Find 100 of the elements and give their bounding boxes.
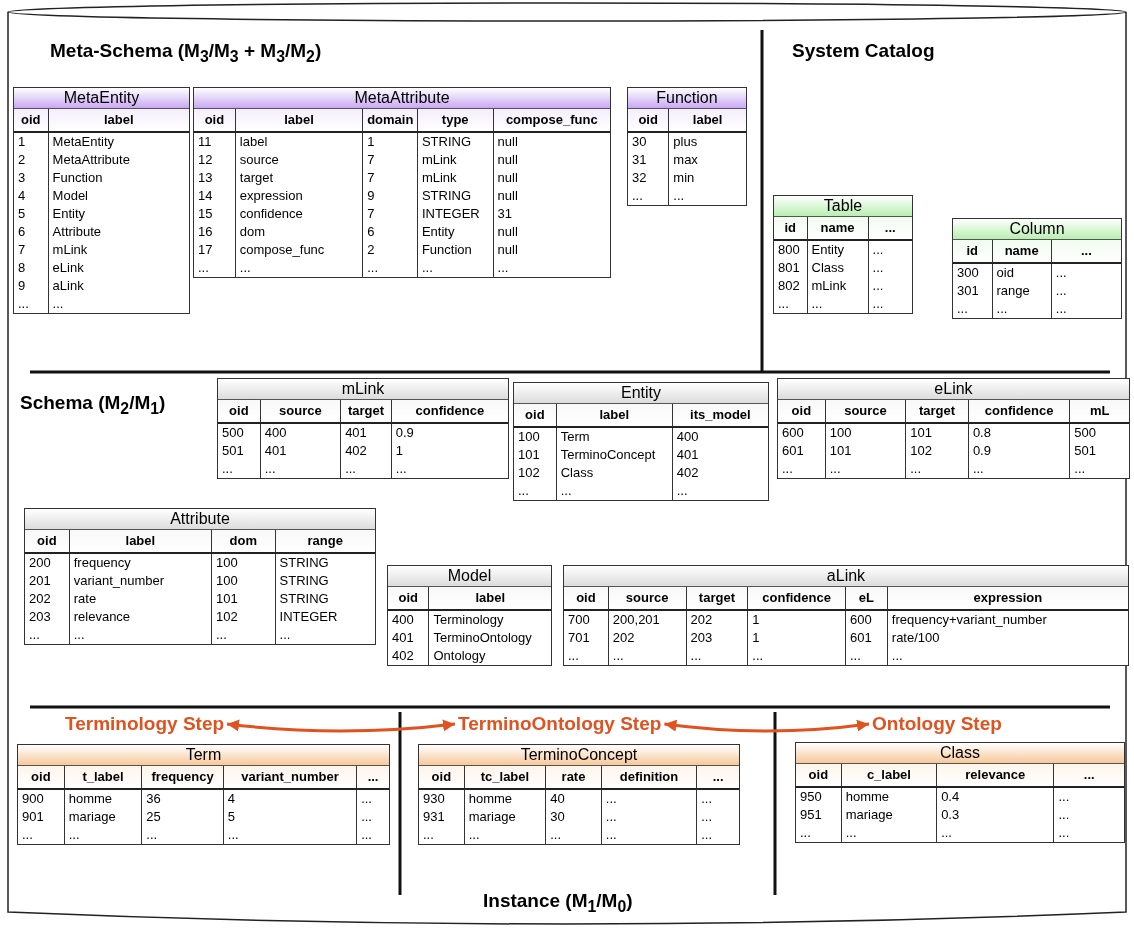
- table-cell: compose_func: [235, 241, 364, 259]
- table-cell-text: 402: [675, 464, 700, 482]
- table-cell: ...: [18, 826, 65, 844]
- table-cell-text: ...: [700, 808, 714, 826]
- table-cell: 1: [363, 133, 418, 151]
- table-cell: ...: [937, 824, 1055, 842]
- step-heading: Terminology Step: [65, 713, 225, 735]
- table-cell-text: null: [496, 133, 519, 151]
- table-cell: ...: [464, 826, 547, 844]
- table-cell: mLink: [417, 169, 494, 187]
- column-header: source: [260, 400, 342, 424]
- table-cell: 101: [514, 446, 557, 464]
- table-cell-text: plus: [672, 133, 699, 151]
- table-cell: 9: [14, 277, 49, 295]
- table-cell-text: ...: [496, 259, 510, 277]
- data-table: [17, 744, 390, 845]
- table-cell: ...: [546, 826, 602, 844]
- curved-double-arrow: [226, 719, 456, 733]
- table-cell-text: ...: [890, 647, 904, 665]
- table-cell-text: ...: [1057, 788, 1071, 806]
- table-cell: 4: [14, 187, 49, 205]
- column-header: rate: [546, 766, 602, 790]
- table-cell: 5: [14, 205, 49, 223]
- table-cell-text: ...: [1054, 282, 1068, 300]
- table-cell-text: ...: [700, 826, 714, 844]
- table-cell: ...: [601, 808, 698, 826]
- table-cell: 500: [218, 424, 261, 442]
- table-cell: 25: [142, 808, 224, 826]
- table-cell-text: ...: [871, 241, 885, 259]
- table-cell: mLink: [807, 277, 869, 295]
- table-cell: 930: [419, 790, 465, 808]
- table-cell: 301: [953, 282, 993, 300]
- table-cell: mariage: [64, 808, 143, 826]
- table-cell: expression: [235, 187, 364, 205]
- table-cell: 32: [628, 169, 670, 187]
- data-table: [777, 378, 1130, 479]
- table-cell: ...: [601, 790, 698, 808]
- table-cell-text: ...: [1054, 264, 1068, 282]
- column-header: ...: [868, 217, 912, 241]
- table-cell: 7: [363, 169, 418, 187]
- table-cell: Function: [417, 241, 494, 259]
- table-cell: 100: [211, 554, 276, 572]
- table-title: Attribute: [25, 509, 375, 530]
- table-cell-text: ...: [278, 626, 292, 644]
- table-cell: homme: [841, 788, 938, 806]
- column-header: oid: [564, 587, 609, 611]
- table-cell: 400: [260, 424, 342, 442]
- table-cell-text: 400: [675, 428, 700, 446]
- table-cell: mLink: [417, 151, 494, 169]
- table-cell: 701: [564, 629, 609, 647]
- column-header: frequency: [142, 766, 224, 790]
- table-title: mLink: [218, 379, 508, 400]
- table-cell: 1: [748, 611, 846, 629]
- table-cell-text: Ontology: [432, 647, 487, 665]
- table-cell: ...: [556, 482, 673, 500]
- column-header: compose_func: [493, 109, 610, 133]
- data-table: [513, 382, 769, 501]
- table-cell: dom: [235, 223, 364, 241]
- table-cell: 401: [260, 442, 342, 460]
- table-cell: ...: [796, 824, 842, 842]
- column-header: domain: [363, 109, 418, 133]
- table-cell-text: ...: [871, 259, 885, 277]
- table-cell: 1: [14, 133, 49, 151]
- table-cell: 100: [211, 572, 276, 590]
- table-cell-text: ...: [1073, 460, 1087, 478]
- table-cell: TerminoConcept: [556, 446, 673, 464]
- column-header: label: [48, 109, 189, 133]
- table-cell: STRING: [417, 187, 494, 205]
- table-cell: ...: [417, 259, 494, 277]
- table-cell-text: ...: [51, 295, 65, 313]
- table-cell-text: 501: [1073, 442, 1097, 460]
- column-header: confidence: [391, 400, 508, 424]
- table-title: Entity: [514, 383, 768, 404]
- table-cell: ...: [608, 647, 687, 665]
- table-cell: ...: [953, 300, 993, 318]
- table-cell: ...: [235, 259, 364, 277]
- data-table: [24, 508, 376, 645]
- table-title: Column: [953, 219, 1121, 240]
- table-cell: relevance: [69, 608, 212, 626]
- table-cell: 700: [564, 611, 609, 629]
- table-cell-text: ...: [394, 460, 408, 478]
- table-cell: INTEGER: [417, 205, 494, 223]
- table-cell: 600: [778, 424, 826, 442]
- column-header: ...: [1051, 240, 1121, 264]
- table-cell: ...: [601, 826, 698, 844]
- table-title: aLink: [564, 566, 1128, 587]
- table-cell: 401: [388, 629, 430, 647]
- column-header: oid: [514, 404, 557, 428]
- table-cell: ...: [774, 295, 808, 313]
- table-cell: Entity: [417, 223, 494, 241]
- table-cell: 1: [748, 629, 846, 647]
- table-cell: ...: [64, 826, 143, 844]
- column-header: definition: [601, 766, 698, 790]
- table-cell: ...: [25, 626, 70, 644]
- table-cell: mariage: [464, 808, 547, 826]
- table-cell-text: ...: [871, 295, 885, 313]
- table-cell: range: [992, 282, 1052, 300]
- column-header: source: [608, 587, 687, 611]
- table-cell-text: Model: [51, 187, 89, 205]
- column-header: label: [669, 109, 746, 133]
